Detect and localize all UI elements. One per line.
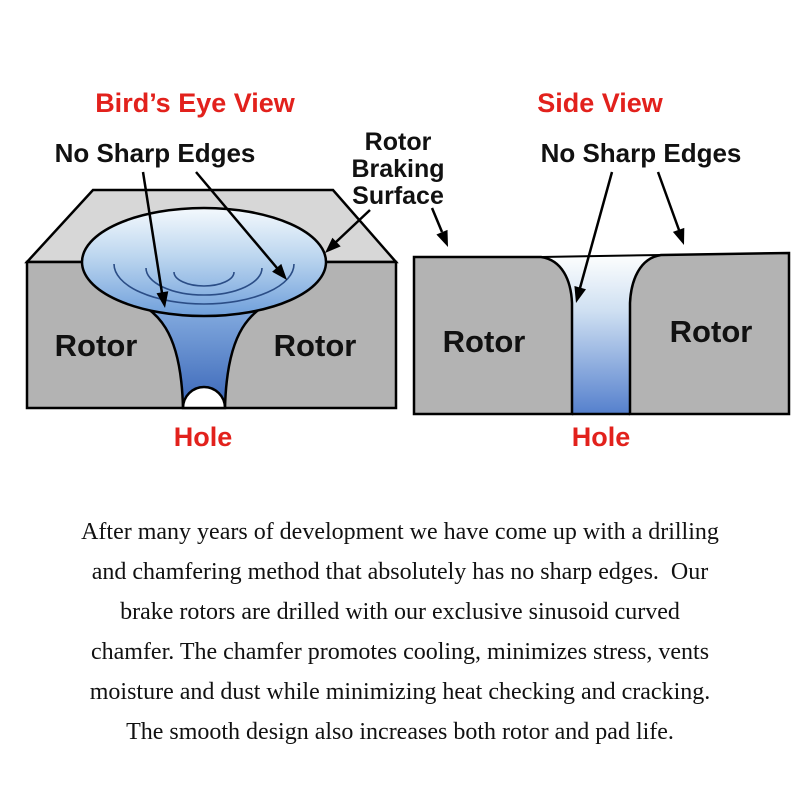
arrow-no-sharp-left-2 bbox=[195, 171, 287, 280]
hole-notch bbox=[181, 385, 227, 410]
side-view-hole-channel bbox=[541, 255, 661, 414]
chamfer-contour-2 bbox=[145, 267, 263, 296]
birds-eye-view-diagram: Rotor Rotor Hole bbox=[24, 188, 399, 452]
braking-surface-edge bbox=[540, 254, 662, 258]
side-view-title: Side View bbox=[537, 88, 664, 118]
rotor-chamfer-diagram: Rotor Rotor Hole Rotor Rotor H bbox=[24, 88, 791, 452]
birds-eye-view-title: Bird’s Eye View bbox=[95, 88, 296, 118]
rotor-braking-surface-label: Rotor Braking Surface bbox=[351, 128, 444, 210]
paragraph-line-5: moisture and dust while minimizing heat … bbox=[89, 679, 711, 705]
braking-surface-line2: Braking bbox=[351, 155, 444, 183]
diagram-canvas: Rotor Rotor Hole Rotor Rotor H bbox=[24, 88, 791, 452]
rotor-label-right: Rotor bbox=[274, 328, 357, 363]
paragraph-line-6: The smooth design also increases both ro… bbox=[126, 719, 674, 745]
arrow-no-sharp-left-1 bbox=[141, 171, 169, 308]
chamfer-contour-3 bbox=[173, 271, 235, 287]
arrow-no-sharp-right-2 bbox=[656, 171, 685, 245]
braking-surface-line1: Rotor bbox=[365, 128, 432, 156]
rotor-label-side-right: Rotor bbox=[670, 314, 753, 349]
no-sharp-edges-label-left: No Sharp Edges bbox=[55, 138, 256, 168]
description-paragraph: After many years of development we have … bbox=[0, 512, 800, 752]
hole-label-right: Hole bbox=[572, 422, 631, 452]
arrow-no-sharp-right-1 bbox=[574, 171, 614, 303]
arrow-braking-surface-right bbox=[430, 207, 448, 247]
side-view-diagram: Rotor Rotor Hole bbox=[412, 251, 791, 452]
chamfer-contour-1 bbox=[113, 263, 295, 305]
hole-label-left: Hole bbox=[174, 422, 233, 452]
paragraph-line-3: brake rotors are drilled with our exclus… bbox=[120, 599, 680, 625]
rotor-label-left: Rotor bbox=[55, 328, 138, 363]
rotor-label-side-left: Rotor bbox=[443, 324, 526, 359]
paragraph-line-4: chamfer. The chamfer promotes cooling, m… bbox=[90, 639, 710, 665]
paragraph-line-1: After many years of development we have … bbox=[81, 519, 719, 545]
no-sharp-edges-label-right: No Sharp Edges bbox=[541, 138, 742, 168]
arrow-braking-surface-left bbox=[325, 209, 371, 253]
chamfer-bowl bbox=[80, 206, 328, 318]
paragraph-line-2: and chamfering method that absolutely ha… bbox=[91, 559, 709, 585]
braking-surface-line3: Surface bbox=[352, 182, 444, 210]
